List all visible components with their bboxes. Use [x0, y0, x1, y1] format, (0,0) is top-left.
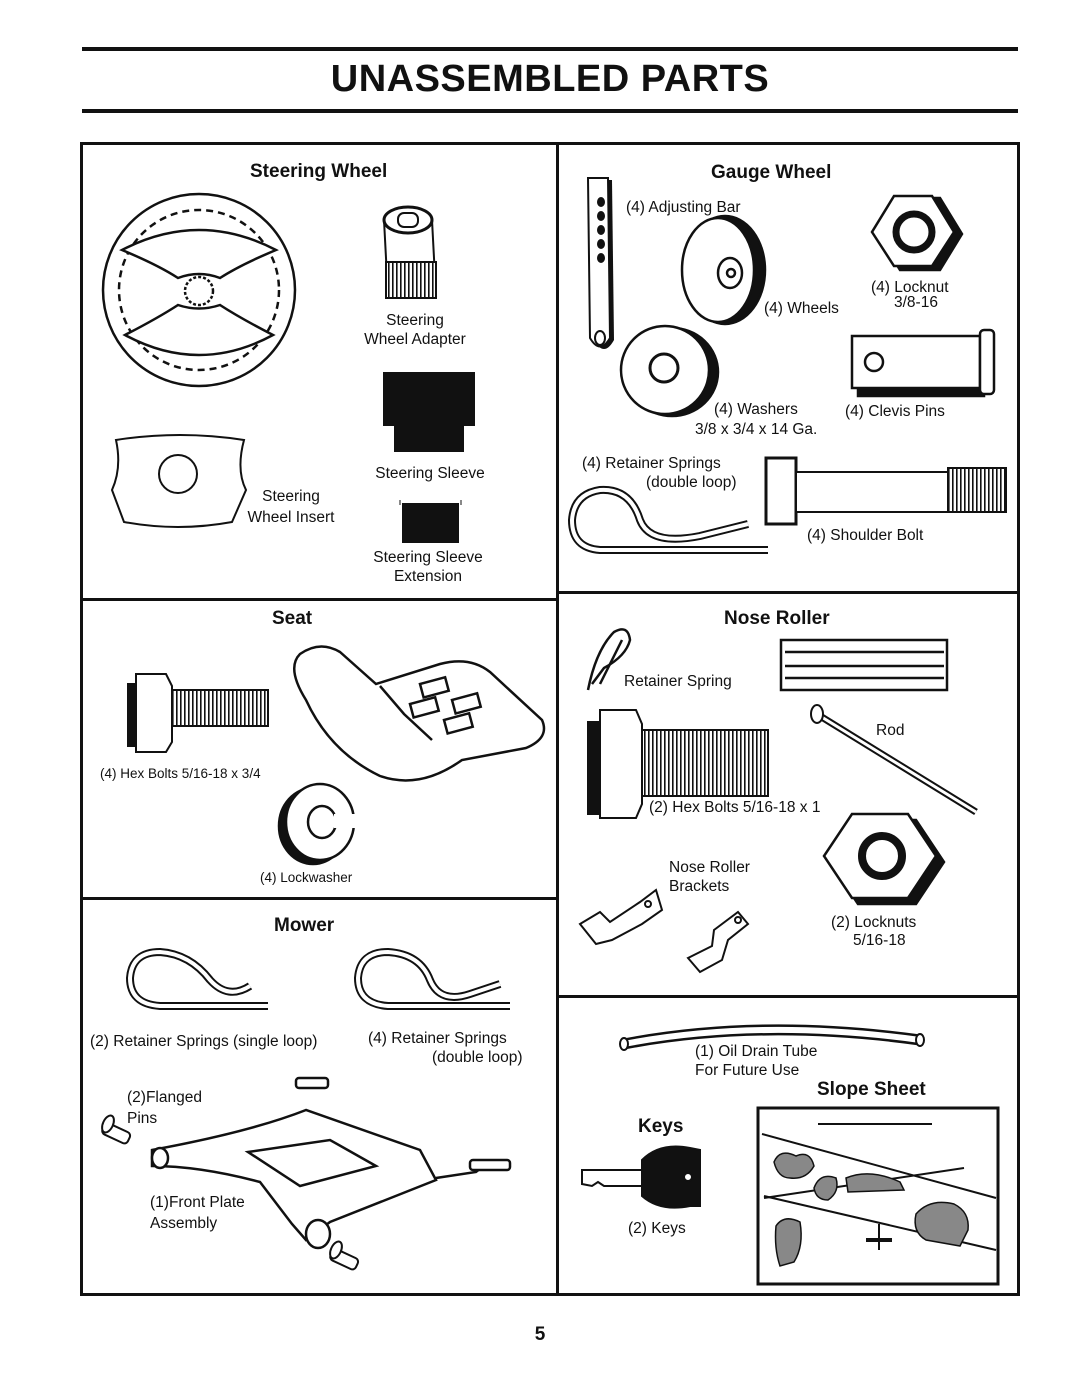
divider-left-2 — [80, 897, 558, 900]
slope-sheet-thumbnail — [756, 1106, 1000, 1286]
oil-drain-tube-label: (1) Oil Drain Tube For Future Use — [695, 1043, 818, 1079]
clevis-pin-icon — [850, 328, 996, 398]
locknut-size-label: 3/8-16 — [894, 294, 938, 311]
nose-roller-locknuts-label: (2) Locknuts — [831, 914, 917, 931]
key-icon — [581, 1145, 701, 1209]
springs-double-label: (4) Retainer Springs — [368, 1030, 507, 1047]
seat-heading: Seat — [272, 608, 313, 629]
adjusting-bar-icon — [586, 177, 614, 349]
shoulder-bolt-label: (4) Shoulder Bolt — [807, 527, 924, 544]
retainer-springs-type-label: (double loop) — [646, 474, 737, 491]
oil-drain-tube-icon — [619, 1024, 925, 1051]
retainer-springs-label: (4) Retainer Springs — [582, 455, 721, 472]
gauge-wheel-icon — [680, 214, 767, 326]
washers-size-label: 3/8 x 3/4 x 14 Ga. — [695, 421, 818, 438]
retainer-spring-single-icon — [125, 947, 268, 1010]
rod-icon — [810, 704, 978, 815]
top-rule — [82, 47, 1018, 51]
rod-label: Rod — [876, 722, 905, 739]
nose-roller-hex-bolts-label: (2) Hex Bolts 5/16-18 x 1 — [649, 799, 821, 816]
nose-roller-icon — [779, 638, 949, 692]
locknut-label: (4) Locknut — [871, 279, 949, 296]
nose-roller-heading: Nose Roller — [724, 608, 830, 629]
parts-frame — [80, 142, 1020, 1296]
slope-sheet-heading: Slope Sheet — [817, 1079, 926, 1100]
steering-wheel-icon — [101, 192, 297, 388]
washer-icon — [619, 324, 720, 418]
nose-roller-bracket-icon — [578, 888, 750, 974]
seat-icon — [293, 645, 546, 782]
gauge-wheel-heading: Gauge Wheel — [711, 162, 832, 183]
seat-hex-bolts-label: (4) Hex Bolts 5/16-18 x 3/4 — [100, 766, 261, 781]
flanged-pins-label: (2)Flanged Pins — [127, 1089, 202, 1127]
steering-wheel-insert-label: Steering Wheel Insert — [247, 488, 335, 526]
divider-left-1 — [80, 598, 558, 601]
springs-single-label: (2) Retainer Springs (single loop) — [90, 1033, 318, 1050]
steering-wheel-heading: Steering Wheel — [250, 161, 388, 182]
steering-sleeve-extension-icon — [399, 500, 462, 543]
steering-wheel-adapter-icon — [382, 205, 438, 299]
nose-roller-retainer-spring-icon — [586, 628, 632, 691]
adjusting-bar-label: (4) Adjusting Bar — [626, 199, 741, 216]
mower-heading: Mower — [274, 915, 335, 936]
nose-roller-brackets-label: Nose Roller Brackets — [669, 859, 750, 895]
locknut-icon — [870, 194, 964, 272]
keys-label: (2) Keys — [628, 1220, 686, 1237]
page-title: UNASSEMBLED PARTS — [330, 58, 770, 100]
washers-label: (4) Washers — [714, 401, 798, 418]
front-plate-assembly-icon — [150, 1076, 512, 1250]
seat-hex-bolt-icon — [127, 673, 269, 753]
retainer-spring-double-icon — [567, 485, 768, 554]
steering-sleeve-extension-label: Steering Sleeve Extension — [373, 549, 483, 585]
front-plate-label: (1)Front Plate Assembly — [150, 1194, 245, 1232]
nose-roller-locknut-icon — [822, 812, 946, 906]
page-number: 5 — [534, 1324, 546, 1345]
keys-heading: Keys — [638, 1116, 684, 1137]
mower-retainer-spring-double-icon — [353, 947, 510, 1010]
shoulder-bolt-icon — [764, 456, 1007, 526]
clevis-pins-label: (4) Clevis Pins — [845, 403, 945, 420]
divider-right-2 — [556, 995, 1020, 998]
flanged-pin-icon — [101, 1114, 360, 1271]
steering-wheel-adapter-label: Steering Wheel Adapter — [364, 312, 466, 348]
springs-double-type-label: (double loop) — [432, 1049, 523, 1066]
nose-roller-retainer-spring-label: Retainer Spring — [624, 673, 732, 690]
wheels-label: (4) Wheels — [764, 300, 839, 317]
lockwasher-label: (4) Lockwasher — [260, 870, 353, 885]
center-divider — [556, 142, 559, 1296]
steering-sleeve-label: Steering Sleeve — [375, 465, 485, 482]
nose-roller-hex-bolt-icon — [587, 709, 769, 819]
nose-roller-locknuts-size-label: 5/16-18 — [853, 932, 906, 949]
divider-right-1 — [556, 591, 1020, 594]
steering-sleeve-icon — [383, 372, 475, 452]
lockwasher-icon — [277, 782, 358, 866]
title-underline — [82, 109, 1018, 113]
steering-wheel-insert-icon — [110, 434, 248, 528]
